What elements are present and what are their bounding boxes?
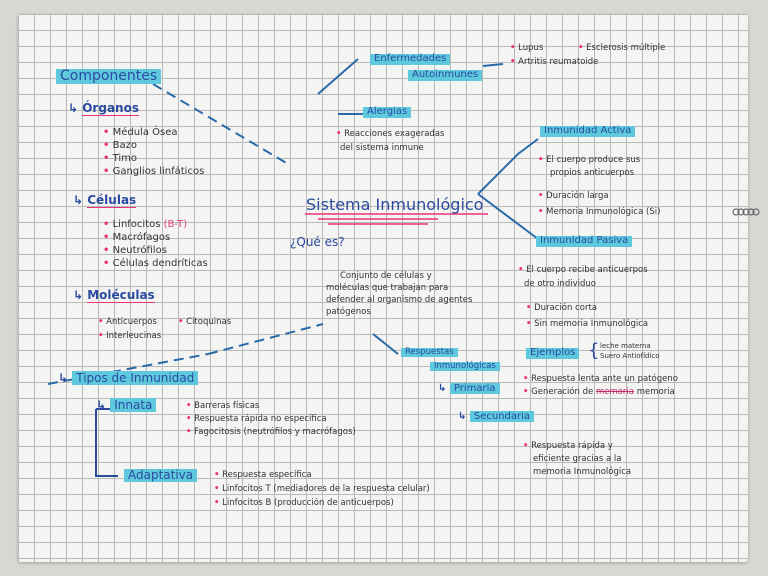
pasiva-item-4: • Sin memoria Inmunológica [526,319,649,329]
adaptativa-item-1: • Respuesta específica [214,470,312,480]
moleculas-item-2: • Citoquinas [178,317,232,327]
respuestas-label-2: Inmunológicas [430,362,500,371]
autoinmune-item-1: • Lupus [510,43,544,53]
activa-label: Inmunidad Activa [540,125,636,137]
secundaria-item-1: • Respuesta rápida y [523,441,613,451]
innata-item-2: • Respuesta rápida no específica [186,414,327,424]
connector-enfermedades [317,58,359,95]
moleculas-item-3: • Interleucinas [98,331,162,341]
alergias-text-2: del sistema inmune [340,143,424,153]
connector-componentes [152,83,289,165]
secundaria-label: ↳ Secundaria [458,411,535,423]
alergias-text-1: • Reacciones exageradas [336,129,445,139]
tipos-label: ↳ Tipos de Inmunidad [58,371,199,385]
que-es-label: ¿Qué es? [290,235,345,249]
celulas-item-3: • Neutrófilos [103,245,167,256]
ejemplos-label: Ejemplos [526,347,580,359]
componentes-label: Componentes [56,69,162,84]
adaptativa-item-3: • Linfocitos B (producción de anticuerpo… [214,498,394,508]
que-es-text-3: defender al organismo de agentes [326,295,473,305]
enfermedades-label-2: Autoinmunes [408,69,483,81]
celulas-label: ↳ Células [73,193,137,208]
connector-activa [477,138,539,195]
pasiva-item-1: • El cuerpo recibe anticuerpos [518,265,648,275]
adaptativa-label: Adaptativa [124,469,198,482]
activa-item-4: • Memoria Inmunológica (Si) [538,207,661,217]
pasiva-item-2: de otro individuo [524,279,596,289]
diagram-title: Sistema Inmunológico [306,195,484,214]
que-es-text-2: moléculas que trabajan para [326,283,449,293]
celulas-item-4: • Células dendríticas [103,258,208,269]
organos-item-1: • Médula Ósea [103,127,178,138]
connector-respuestas [372,333,399,355]
celulas-item-1: • Linfocitos (B-T) [103,219,188,230]
pasiva-item-3: • Duración corta [526,303,598,313]
innata-item-1: • Barreras físicas [186,401,260,411]
adaptativa-item-2: • Linfocitos T (mediadores de la respues… [214,484,430,494]
connector-pasiva [477,193,539,240]
activa-item-1: • El cuerpo produce sus [538,155,641,165]
que-es-text-1: Conjunto de células y [340,271,432,281]
ejemplos-item-1: leche materna [600,342,651,350]
connector-adaptativa [95,409,118,477]
organos-label: ↳ Órganos [68,101,139,116]
enfermedades-label-1: Enfermedades [370,53,451,65]
primaria-label: ↳ Primaria [438,383,500,395]
moleculas-label: ↳ Moléculas [73,288,155,303]
connector-lupus [482,63,504,67]
primaria-item-1: • Respuesta lenta ante un patógeno [523,374,678,384]
moleculas-item-1: • Anticuerpos [98,317,157,327]
binder-rings-icon [732,208,760,216]
notebook-sheet: Sistema Inmunológico ¿Qué es? Conjunto d… [18,14,748,562]
secundaria-item-3: memoria Inmunológica [533,467,632,477]
connector-tipos [207,323,324,355]
ejemplos-item-2: Suero Antiofídico [600,352,660,360]
pasiva-label: Inmunidad Pasiva [536,235,633,247]
innata-item-3: • Fagocitosis (neutrófilos y macrófagos) [186,427,356,437]
innata-label: ↳ Innata [96,398,157,412]
activa-item-2: propios anticuerpos [550,168,635,178]
secundaria-item-2: eficiente gracias a la [533,454,622,464]
activa-item-3: • Duración larga [538,191,609,201]
que-es-text-4: patógenos [326,307,371,317]
celulas-item-2: • Macrófagos [103,232,171,243]
organos-item-3: • Timo [103,153,138,164]
organos-item-4: • Ganglios linfáticos [103,166,205,177]
connector-tipos-left [47,353,209,385]
alergias-label: Alergias [363,106,412,118]
autoinmune-item-2: • Esclerosis múltiple [578,43,666,53]
primaria-item-2: • Generación de memoria memoria [523,387,675,397]
organos-item-2: • Bazo [103,140,137,151]
autoinmune-item-3: • Artritis reumatoide [510,57,599,67]
ejemplos-brace: { [588,340,600,361]
respuestas-label-1: Respuestas [401,348,458,357]
